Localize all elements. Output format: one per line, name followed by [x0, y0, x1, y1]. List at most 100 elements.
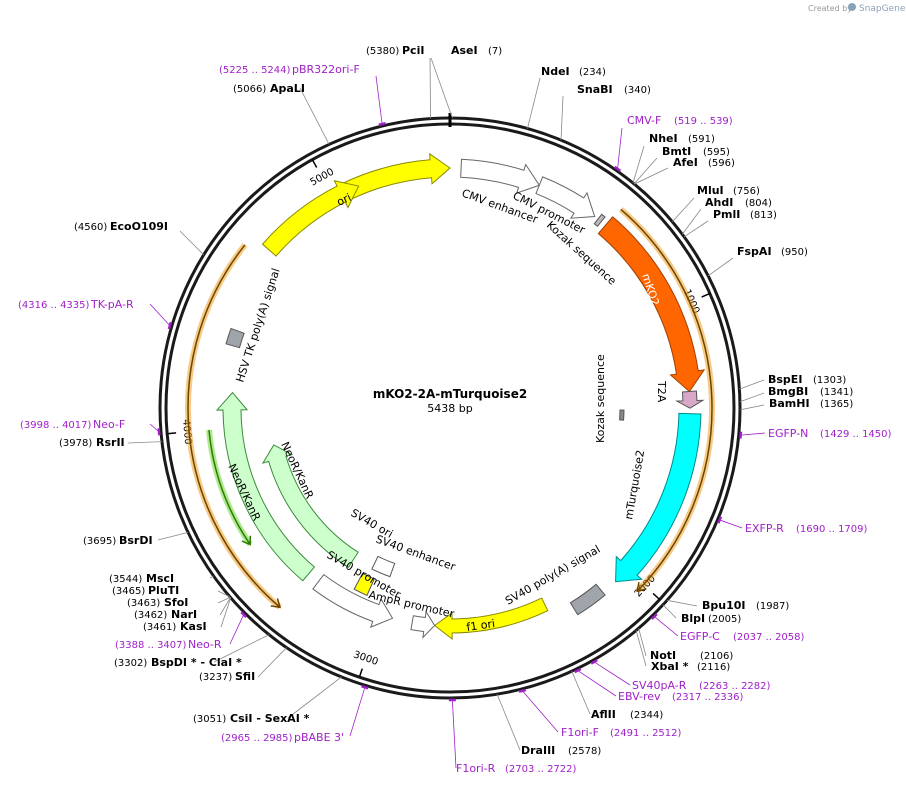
- primer-range: (2703 .. 2722): [505, 764, 577, 775]
- enzyme-pos: (340): [624, 85, 651, 96]
- enzyme-leader-line: [707, 257, 734, 277]
- enzyme-name: BspEI: [768, 373, 802, 386]
- primer-range: (3388 .. 3407): [115, 640, 187, 651]
- primer-leader-line: [617, 127, 623, 169]
- enzyme-leader-line: [299, 87, 330, 145]
- enzyme-name: MluI: [697, 184, 724, 197]
- primer-name: EGFP-N: [768, 427, 808, 440]
- enzyme-pos: (7): [488, 46, 502, 57]
- primer-range: (3998 .. 4017): [20, 420, 92, 431]
- enzyme-pos: (2116): [697, 662, 730, 673]
- enzyme-pos: (4560): [74, 222, 107, 233]
- enzyme-name: AfeI: [673, 156, 698, 169]
- enzyme-name: NheI: [649, 132, 678, 145]
- primer-leader-line: [593, 661, 631, 686]
- enzyme-leader-line: [571, 671, 591, 715]
- cmv-enhancer-arrow: [460, 158, 541, 194]
- enzyme-leader-line: [632, 145, 645, 184]
- enzyme-name: FspAI: [737, 245, 772, 258]
- primer-name: F1ori-F: [561, 726, 599, 739]
- primer-range: (2965 .. 2985): [221, 733, 293, 744]
- orf-arcs: [185, 207, 715, 610]
- enzyme-name: EcoO109I: [110, 220, 168, 233]
- enzyme-leader-line: [127, 441, 162, 444]
- enzyme-name: NdeI: [541, 65, 570, 78]
- primer-name: CMV-F: [627, 114, 661, 127]
- enzyme-name: BmtI: [662, 145, 691, 158]
- enzyme-labels: (5380) PciI AseI (7) NdeI (234) SnaBI (3…: [59, 44, 853, 757]
- tick-mark: [358, 668, 363, 678]
- primer-marker: [650, 613, 658, 620]
- enzyme-name: PciI: [402, 44, 424, 57]
- enzyme-pos: (3695): [83, 536, 116, 547]
- site-leader-lines: [127, 57, 766, 769]
- enzyme-pos: (591): [688, 134, 715, 145]
- tick-mark: [652, 592, 661, 601]
- enzyme-leader-line: [157, 531, 189, 541]
- enzyme-pos: (3051): [193, 714, 226, 725]
- cmv-promoter-arrow: [535, 176, 596, 219]
- enzyme-leader-line: [429, 57, 431, 119]
- orf-neor-head: [241, 535, 252, 546]
- enzyme-pos: (3461): [143, 622, 176, 633]
- enzyme-pos: (3237): [199, 672, 232, 683]
- primer-range: (2037 .. 2058): [733, 632, 805, 643]
- primer-leader-line: [229, 614, 245, 645]
- orf-left-head: [270, 598, 282, 609]
- ori-label: ori: [335, 191, 353, 209]
- enzyme-name: BsrDI: [119, 534, 153, 547]
- primer-marker: [378, 121, 386, 127]
- enzyme-pos: (1365): [820, 399, 853, 410]
- primer-marker: [167, 321, 173, 330]
- kozak-block-1: [593, 213, 606, 228]
- enzyme-name: KasI: [180, 620, 207, 633]
- tick-mark: [701, 292, 711, 298]
- orf-left-line: [187, 244, 281, 608]
- primer-name: Neo-F: [93, 418, 125, 431]
- tick-label: 5000: [308, 167, 336, 189]
- enzyme-name: BlpI: [681, 612, 705, 625]
- kozak-block-2: [619, 409, 625, 421]
- enzyme-pos: (756): [733, 186, 760, 197]
- neor-inner-arrow: [261, 444, 359, 569]
- primer-leader-line: [349, 687, 366, 737]
- mko2-arrow: [597, 216, 706, 393]
- primer-range: (2491 .. 2512): [610, 728, 682, 739]
- primer-leader-line: [149, 423, 160, 433]
- enzyme-pos: (813): [750, 210, 777, 221]
- enzyme-name: PluTI: [148, 584, 179, 597]
- enzyme-leader-line: [666, 599, 698, 607]
- primer-range: (1690 .. 1709): [796, 524, 868, 535]
- primer-name: pBABE 3': [294, 731, 344, 744]
- hsv-tk-polya-label: HSV TK poly(A) signal: [233, 267, 282, 384]
- primer-marker: [590, 659, 598, 665]
- primer-range: (1429 .. 1450): [820, 429, 892, 440]
- primer-name: Neo-R: [188, 638, 222, 651]
- hsv-tk-polya-block: [225, 327, 245, 349]
- plasmid-length: 5438 bp: [427, 402, 472, 415]
- primer-leader-line: [451, 699, 457, 769]
- mturquoise2-arrow: [615, 412, 702, 583]
- primer-name: pBR322ori-F: [292, 63, 360, 76]
- enzyme-leader-line: [560, 95, 564, 141]
- enzyme-name: DraIII: [521, 744, 555, 757]
- primer-range: (4316 .. 4335): [18, 300, 90, 311]
- primer-leader-line: [740, 432, 766, 436]
- primer-range: (2263 .. 2282): [699, 681, 771, 692]
- primer-marker: [240, 611, 248, 618]
- primer-name: TK-pA-R: [90, 298, 134, 311]
- mturquoise2-label: mTurquoise2: [622, 449, 647, 521]
- enzyme-pos: (3463): [127, 598, 160, 609]
- primer-range: (519 .. 539): [674, 116, 733, 127]
- tick-mark: [311, 159, 318, 168]
- enzyme-leader-line: [257, 647, 287, 678]
- primer-marker: [613, 165, 622, 172]
- enzyme-name: NarI: [171, 608, 197, 621]
- primer-marker: [157, 428, 161, 436]
- ori-arrow: [341, 152, 451, 201]
- snapgene-brand-text: SnapGene: [859, 4, 906, 14]
- enzyme-name: AflII: [591, 708, 616, 721]
- enzyme-pos: (3462): [134, 610, 167, 621]
- enzyme-name: AhdI: [705, 196, 733, 209]
- enzyme-pos: (5380): [366, 46, 399, 57]
